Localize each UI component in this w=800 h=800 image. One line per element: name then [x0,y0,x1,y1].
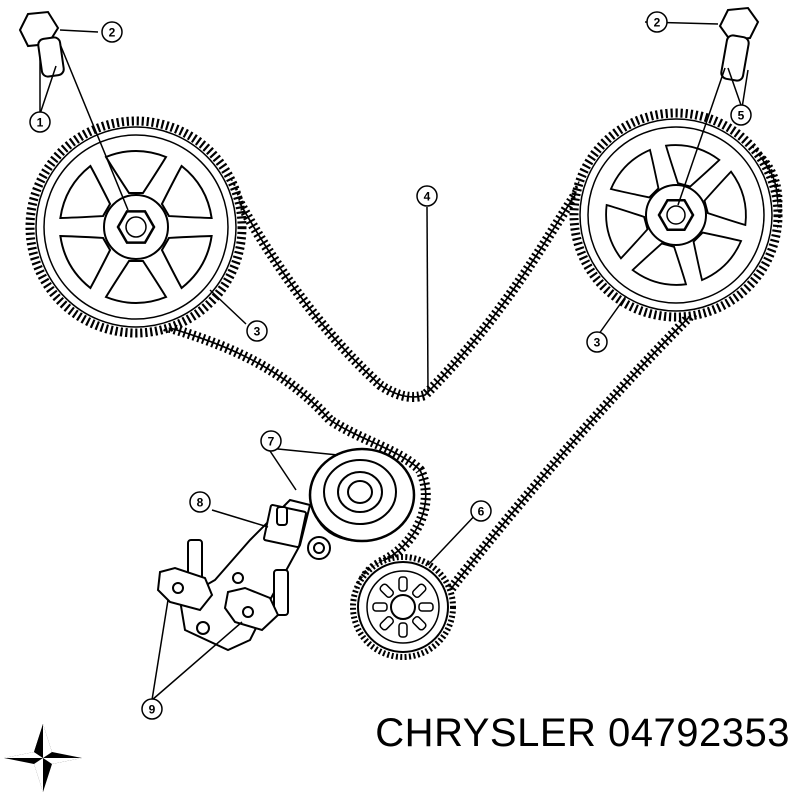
svg-text:6: 6 [478,505,485,519]
svg-text:2: 2 [109,26,116,40]
callout-2-left: 2 [101,21,123,43]
svg-text:2: 2 [654,16,661,30]
tensioner-bracket [178,498,331,652]
svg-text:9: 9 [149,703,156,717]
left-cam-sprocket [25,116,247,338]
part-caption: CHRYSLER 04792353 [358,713,790,753]
callout-3-left: 3 [246,320,268,342]
left-cam-bolt [18,10,65,78]
callout-5: 5 [730,104,752,126]
svg-text:5: 5 [738,109,745,123]
brand-name: CHRYSLER [375,711,597,755]
part-number: 04792353 [608,711,790,755]
callout-1: 1 [29,111,51,133]
callout-7: 7 [260,430,282,452]
tensioner-pulley [308,447,416,543]
callout-2-right: 2 [646,11,668,33]
crankshaft-sprocket [350,554,456,660]
callout-3-right: 3 [586,331,608,353]
svg-text:1: 1 [37,116,44,130]
tensioner-bolts [156,539,289,632]
svg-text:7: 7 [268,435,275,449]
callout-6: 6 [470,500,492,522]
callout-8: 8 [189,491,211,513]
leader-lines [39,21,749,701]
svg-text:8: 8 [197,496,204,510]
callout-4: 4 [416,185,438,207]
svg-text:3: 3 [254,325,261,339]
callout-9: 9 [141,698,163,720]
right-cam-sprocket [569,108,783,322]
chrysler-pentastar-icon [4,724,82,792]
right-cam-bolt [718,6,760,82]
svg-text:3: 3 [594,336,601,350]
svg-text:4: 4 [424,190,431,204]
